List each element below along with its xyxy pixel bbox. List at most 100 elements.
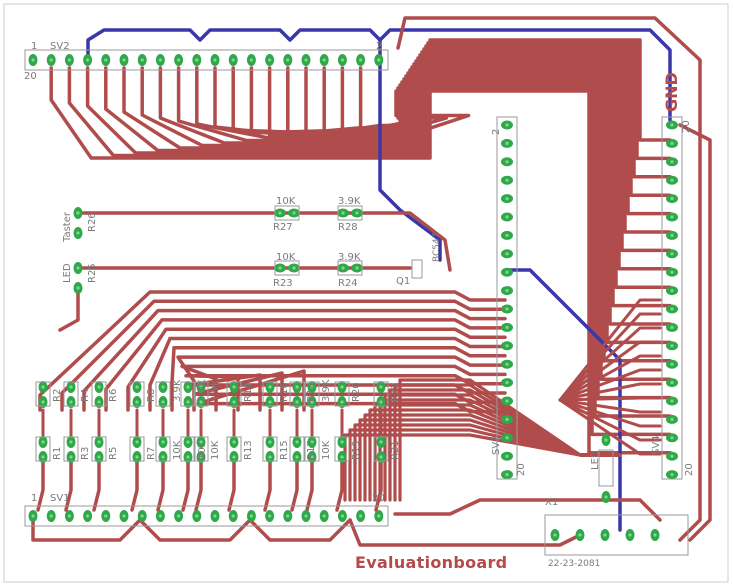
sv2-trace (158, 56, 672, 253)
right-fan (558, 398, 662, 442)
resistor-to-sv1 (290, 453, 299, 512)
right-header-name: SV4 (651, 435, 662, 455)
resistor-to-sv1 (227, 453, 236, 512)
upper-resistor-label: R8 (146, 388, 157, 402)
sv1-right-link (393, 498, 662, 522)
r23-name: R23 (273, 278, 293, 289)
led-label: LED (62, 263, 73, 283)
resistor-body (304, 436, 320, 462)
sv2-pin2-label: 2 (376, 41, 383, 52)
sv2-trace (176, 59, 672, 271)
resistor-to-sv1 (130, 453, 139, 512)
board-outline (3, 3, 729, 583)
resistor-body (129, 436, 145, 462)
resistor-body (180, 381, 196, 407)
lower-resistor-label: R21 (390, 440, 401, 460)
right-fan (558, 398, 662, 456)
resistor-body (155, 436, 171, 462)
q1-outline (411, 259, 423, 279)
resistor-body (193, 381, 209, 407)
r27-name: R27 (273, 222, 293, 233)
resistor-fan (38, 290, 507, 412)
left-header-name: SV3 (491, 435, 502, 455)
left-header-pin-bottom: 20 (516, 463, 527, 476)
upper-resistor-label: R6 (108, 388, 119, 402)
resistor-body (129, 381, 145, 407)
resistor-body (337, 205, 363, 221)
sv1-name-label: SV1 (50, 493, 70, 504)
lower-resistor-label: R7 (146, 446, 157, 460)
upper-resistor-label: R22 (390, 382, 401, 402)
resistor-to-sv1 (305, 453, 314, 512)
upper-resistor-label: R14 (243, 382, 254, 402)
lower-resistor-label: 10K (197, 440, 208, 460)
r26-label: R26 (87, 212, 98, 232)
x1-part-number: 22-23-2081 (548, 559, 601, 569)
left-header-outline (496, 116, 518, 480)
upper-resistor-label: R4 (80, 388, 91, 402)
resistor-body (274, 205, 300, 221)
resistor-body (226, 436, 242, 462)
resistor-fan (170, 346, 507, 412)
upper-resistor-label: 3.9K (172, 379, 183, 402)
sv2-trace (249, 66, 672, 345)
resistor-to-sv1 (335, 453, 344, 512)
sv2-trace (85, 44, 672, 179)
blue-trace-top (86, 28, 382, 62)
blue-trace-x1 (505, 268, 622, 532)
sv2-name-label: SV2 (50, 41, 70, 52)
taster-label: Taster (62, 212, 73, 242)
sv2-trace (267, 66, 672, 363)
upper-resistor-label: R2 (52, 388, 63, 402)
q1-label: Q1 (396, 276, 411, 287)
upper-resistor-label: 3.9K (321, 379, 332, 402)
lower-resistor-label: R1 (52, 446, 63, 460)
sv2-trace (49, 38, 672, 160)
led-body (598, 449, 614, 487)
gnd-label: GND (662, 72, 681, 112)
resistor-body (289, 436, 305, 462)
sv2-trace (286, 66, 672, 381)
sv1-bottom-link (138, 518, 252, 542)
resistor-body (289, 381, 305, 407)
resistor-fan (60, 299, 507, 412)
resistor-to-sv1 (64, 453, 73, 512)
x1-outline (544, 514, 689, 556)
right-fan (558, 340, 662, 402)
sv2-trace (122, 50, 672, 216)
resistor-body (35, 436, 51, 462)
lower-resistor-label: 10K (321, 440, 332, 460)
resistor-body (373, 381, 389, 407)
resistor-to-sv1 (263, 453, 272, 512)
lower-resistor-label: R19 (351, 440, 362, 460)
resistor-body (193, 436, 209, 462)
upper-resistor-label: 3.9K (197, 379, 208, 402)
sv2-trace (231, 66, 672, 326)
r24-name: R24 (338, 278, 358, 289)
r27-value: 10K (276, 196, 296, 207)
component-outlines (3, 3, 729, 583)
resistor-to-sv1 (92, 453, 101, 512)
resistor-to-sv1 (181, 453, 190, 512)
resistor-body (35, 381, 51, 407)
resistor-body (91, 381, 107, 407)
resistor-body (155, 381, 171, 407)
r24-value: 3.9K (338, 252, 361, 263)
right-fan (558, 398, 662, 428)
copper-traces (31, 16, 712, 547)
blue-trace-mid (378, 58, 442, 262)
resistor-to-sv1 (36, 453, 45, 512)
sv1-pin1-label: 1 (31, 493, 38, 504)
lower-resistor-label: R3 (80, 446, 91, 460)
upper-resistor-label: R18 (306, 382, 317, 402)
r28-value: 3.9K (338, 196, 361, 207)
resistor-fan (82, 308, 507, 412)
left-header-pin-top: 2 (491, 128, 502, 135)
upper-resistor-label: R16 (279, 382, 290, 402)
resistor-to-sv1 (156, 453, 165, 512)
right-fan (558, 382, 662, 402)
sv2-pin1-label: 1 (31, 41, 38, 52)
sv1-bottom-link (31, 516, 142, 542)
right-fan (558, 298, 662, 402)
